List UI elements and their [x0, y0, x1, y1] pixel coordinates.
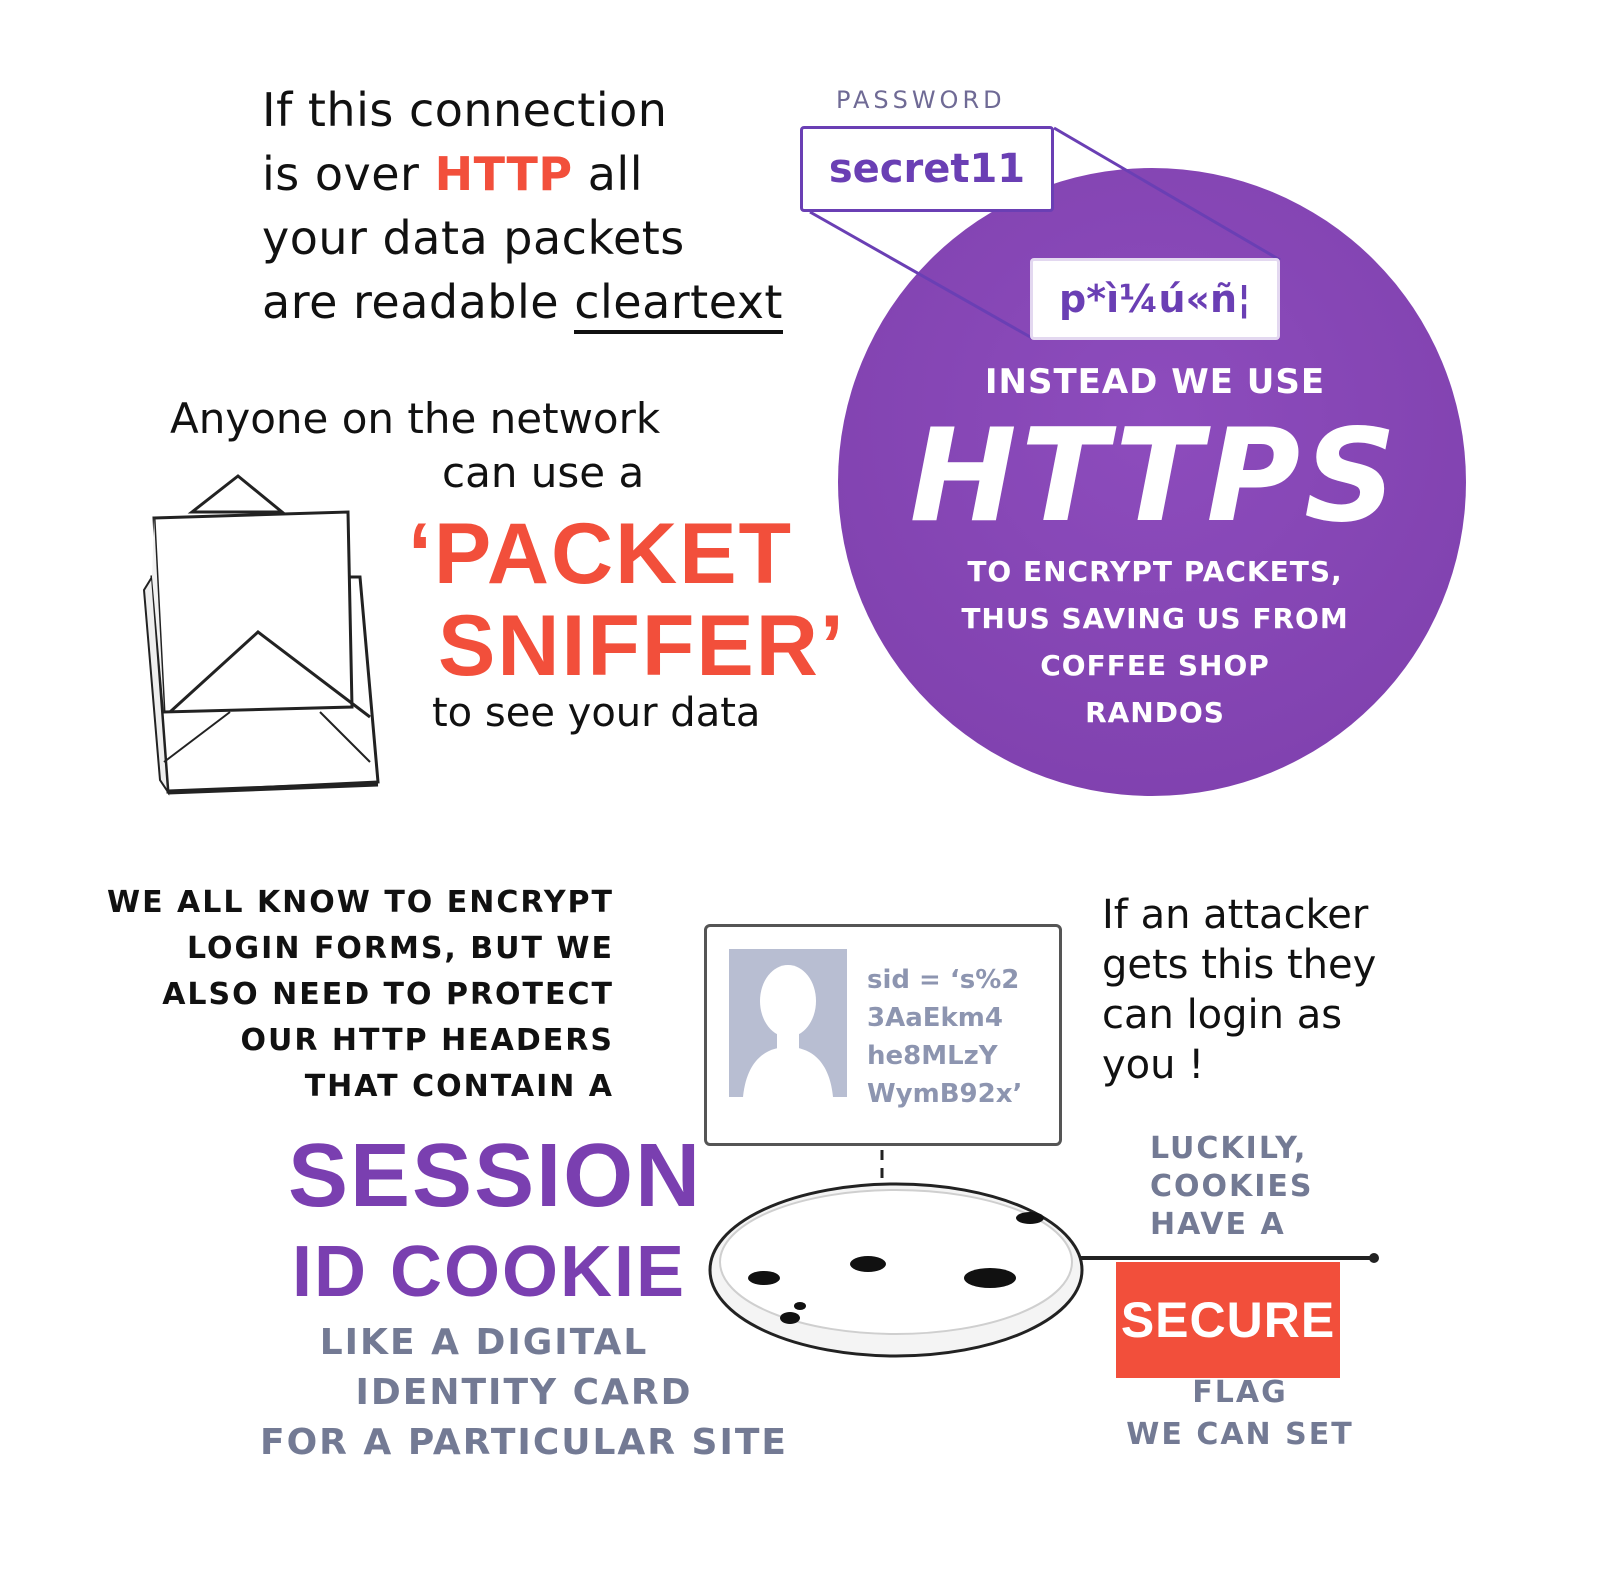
- attacker-line-3: can login as: [1102, 992, 1343, 1038]
- intro-line-3: your data packets: [262, 211, 685, 265]
- secure-flag-banner: SECURE: [1116, 1262, 1340, 1378]
- luckily-text: LUCKILY, COOKIES HAVE A: [1150, 1130, 1314, 1244]
- https-description: TO ENCRYPT PACKETS, THUS SAVING US FROM …: [900, 548, 1410, 736]
- luckily-line-3: HAVE A: [1150, 1207, 1286, 1242]
- intro-text: If this connection is over HTTP all your…: [262, 78, 862, 334]
- see-data-text: to see your data: [432, 690, 761, 736]
- http-highlight: HTTP: [434, 147, 573, 201]
- headers-line-1: WE ALL KNOW TO ENCRYPT: [107, 885, 614, 920]
- network-text: Anyone on the network can use a: [160, 392, 760, 500]
- intro-line-2-post: all: [572, 147, 643, 201]
- headers-line-3: ALSO NEED TO PROTECT: [162, 977, 614, 1012]
- password-field: secret11: [800, 126, 1054, 212]
- https-desc-line-1: TO ENCRYPT PACKETS,: [967, 555, 1343, 588]
- attacker-line-2: gets this they: [1102, 942, 1377, 988]
- packet-sniffer-title: ‘PACKET SNIFFER’: [408, 508, 846, 692]
- flag-caption-line-1: FLAG: [1192, 1375, 1288, 1410]
- session-desc-line-1: LIKE A DIGITAL: [319, 1322, 649, 1363]
- sid-line-1: sid = ‘s%2: [867, 965, 1020, 995]
- session-line-1: SESSION: [288, 1126, 703, 1226]
- headers-line-2: LOGIN FORMS, BUT WE: [186, 931, 614, 966]
- attacker-text: If an attacker gets this they can login …: [1102, 890, 1442, 1090]
- sniffer-line-2: SNIFFER’: [438, 598, 846, 694]
- sid-line-2: 3AaEkm4: [867, 1003, 1003, 1033]
- id-card: sid = ‘s%2 3AaEkm4 he8MLzY WymB92x’: [704, 924, 1062, 1146]
- intro-line-1: If this connection: [262, 83, 668, 137]
- sid-line-3: he8MLzY: [867, 1041, 998, 1071]
- headers-line-5: THAT CONTAIN A: [304, 1069, 614, 1104]
- session-cookie-title: SESSION ID COOKIE: [288, 1128, 702, 1320]
- intro-line-2: is over HTTP all: [262, 142, 862, 206]
- encrypted-password-field: p*ì¼ú«ñ¦: [1030, 258, 1280, 340]
- headers-line-4: OUR HTTP HEADERS: [240, 1023, 614, 1058]
- network-line-2: can use a: [442, 448, 645, 497]
- intro-line-4: are readable cleartext: [262, 270, 862, 334]
- https-desc-line-3: COFFEE SHOP: [1040, 649, 1270, 682]
- intro-line-4-pre: are readable: [262, 275, 575, 329]
- attacker-line-4: you !: [1102, 1042, 1205, 1088]
- flag-caption: FLAG WE CAN SET: [1120, 1372, 1360, 1456]
- session-desc-line-3: FOR A PARTICULAR SITE: [259, 1422, 789, 1463]
- instead-we-use: INSTEAD WE USE: [984, 362, 1326, 402]
- luckily-line-2: COOKIES: [1150, 1169, 1314, 1204]
- https-title: HTTPS: [909, 402, 1401, 551]
- sniffer-line-1: ‘PACKET: [408, 506, 794, 602]
- session-id-value: sid = ‘s%2 3AaEkm4 he8MLzY WymB92x’: [867, 961, 1022, 1113]
- session-desc-line-2: IDENTITY CARD: [355, 1372, 693, 1413]
- session-description: LIKE A DIGITAL IDENTITY CARD FOR A PARTI…: [244, 1318, 804, 1468]
- https-desc-line-4: RANDOS: [1085, 696, 1225, 729]
- attacker-line-1: If an attacker: [1102, 892, 1369, 938]
- session-line-2: ID COOKIE: [292, 1232, 687, 1312]
- flag-caption-line-2: WE CAN SET: [1126, 1417, 1354, 1452]
- avatar-placeholder-icon: [729, 949, 847, 1097]
- headers-text: WE ALL KNOW TO ENCRYPT LOGIN FORMS, BUT …: [90, 880, 614, 1110]
- password-label: PASSWORD: [836, 86, 1006, 114]
- cookie-icon: [708, 1150, 1379, 1358]
- cleartext-word: cleartext: [574, 276, 783, 334]
- envelope-icon: [142, 474, 380, 796]
- luckily-line-1: LUCKILY,: [1150, 1131, 1308, 1166]
- network-line-1: Anyone on the network: [170, 394, 661, 443]
- https-desc-line-2: THUS SAVING US FROM: [961, 602, 1349, 635]
- sid-line-4: WymB92x’: [867, 1079, 1023, 1109]
- intro-line-2-pre: is over: [262, 147, 435, 201]
